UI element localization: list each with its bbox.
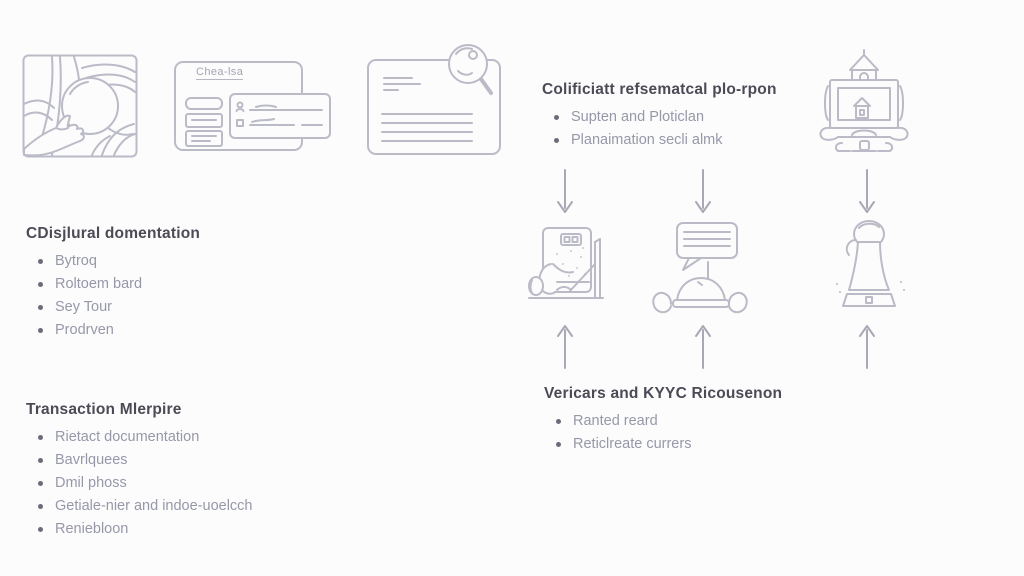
certificate-info-block: Colificiatt refsematcal plo-rpon Supten … (542, 80, 822, 152)
bullet-item: Getiale-nier and indoe-uoelcch (38, 495, 346, 518)
bullet-item: Reticlreate currers (556, 433, 834, 456)
bullet-item: Bavrlquees (38, 449, 346, 472)
block-heading: Transaction Mlerpire (26, 401, 182, 418)
checklist-card-icon (172, 58, 334, 154)
block-heading: CDisjlural domentation (26, 225, 201, 242)
checklist-card-title: Chea-lsa (196, 66, 244, 80)
bullet-item: Rietact documentation (38, 426, 346, 449)
bullet-list: Rietact documentation Bavrlquees Dmil ph… (26, 426, 346, 541)
speech-bubble-dish-icon (651, 220, 749, 314)
document-search-icon (360, 42, 508, 162)
harvest-illustration-icon (22, 54, 138, 158)
down-arrow (694, 168, 712, 220)
statue-figure-icon (831, 218, 909, 316)
bank-building-icon (816, 48, 916, 158)
bullet-item: Reniebloon (38, 518, 346, 541)
bullet-item: Planaimation secli almk (554, 129, 822, 152)
transaction-block: Transaction Mlerpire Rietact documentati… (26, 400, 346, 541)
bullet-item: Sey Tour (38, 296, 306, 319)
bullet-item: Supten and Ploticlan (554, 106, 822, 129)
bullet-item: Bytroq (38, 250, 306, 273)
bullet-list: Bytroq Roltoem bard Sey Tour Prodrven (26, 250, 306, 342)
down-arrow (556, 168, 574, 220)
verification-kyc-block: Vericars and KYYC Ricousenon Ranted rear… (544, 384, 834, 456)
up-arrow (858, 318, 876, 370)
up-arrow (694, 318, 712, 370)
bullet-item: Ranted reard (556, 410, 834, 433)
kiosk-machine-icon (523, 224, 611, 316)
down-arrow (858, 168, 876, 220)
bullet-list: Ranted reard Reticlreate currers (544, 410, 834, 456)
bullet-item: Roltoem bard (38, 273, 306, 296)
cultural-documentation-block: CDisjlural domentation Bytroq Roltoem ba… (26, 224, 306, 342)
bullet-item: Dmil phoss (38, 472, 346, 495)
bullet-list: Supten and Ploticlan Planaimation secli … (542, 106, 822, 152)
block-heading: Colificiatt refsematcal plo-rpon (542, 81, 777, 98)
bullet-item: Prodrven (38, 319, 306, 342)
block-heading: Vericars and KYYC Ricousenon (544, 385, 783, 402)
up-arrow (556, 318, 574, 370)
